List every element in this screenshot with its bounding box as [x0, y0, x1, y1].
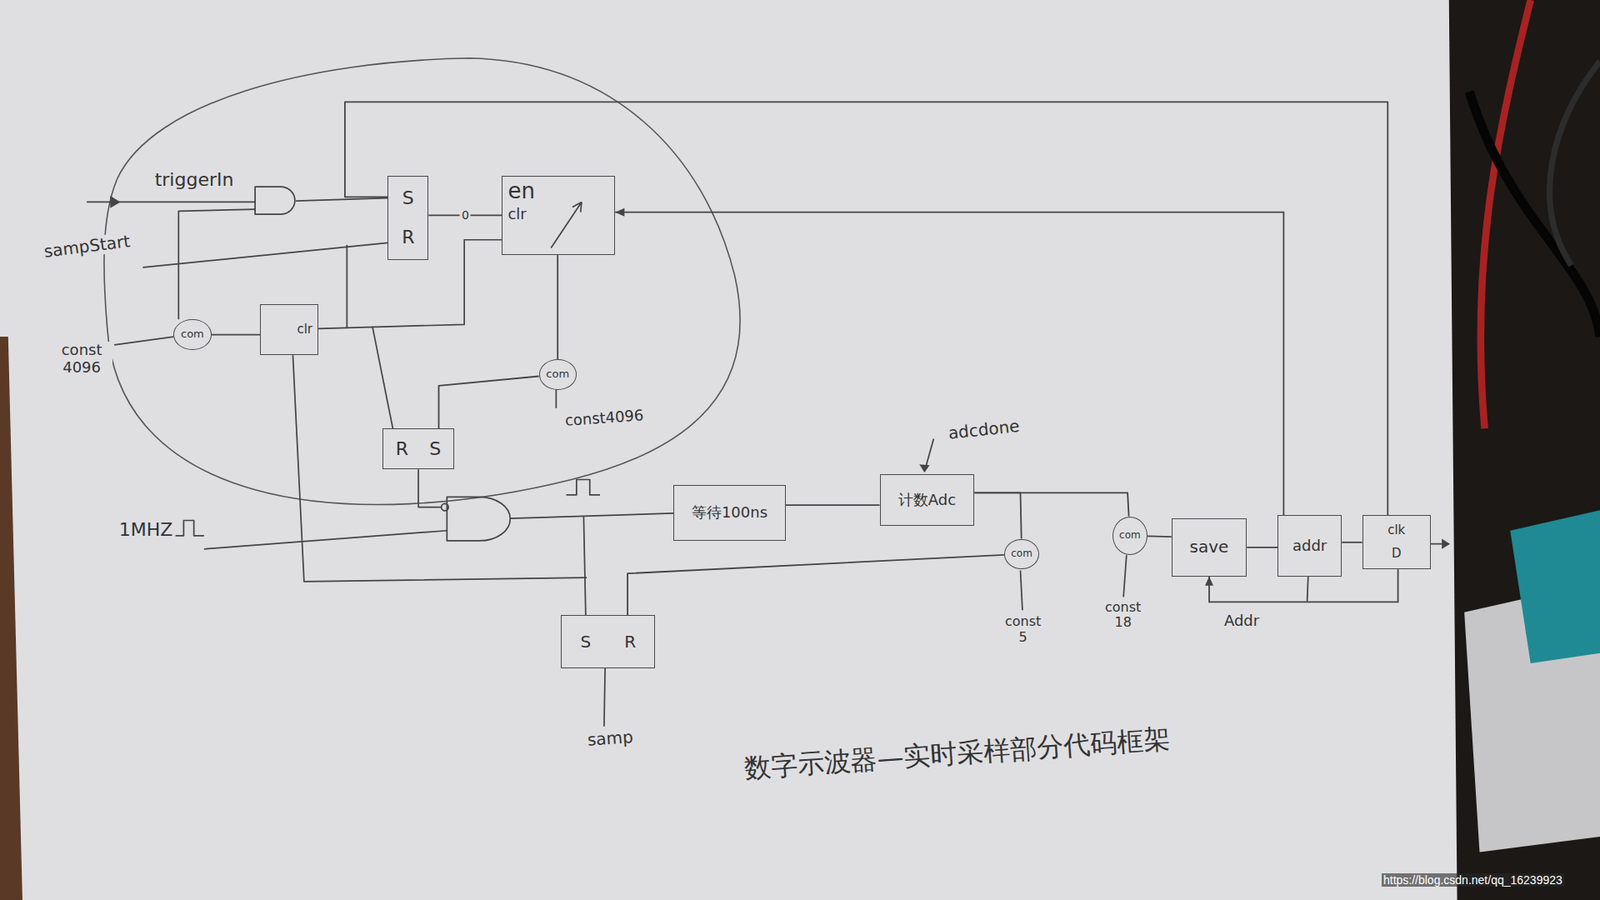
caption: 数字示波器—实时采样部分代码框架: [741, 723, 1173, 785]
arrow-head: [615, 208, 625, 217]
wire-connector: [1246, 546, 1278, 549]
device: [1510, 510, 1600, 664]
counter-box: enclr: [501, 175, 615, 256]
wire-connector: [785, 504, 880, 506]
wire: [292, 355, 587, 582]
node-text: D: [1391, 546, 1402, 561]
wire: [372, 326, 393, 429]
wire-connector: [615, 212, 1284, 516]
node-text: clr: [507, 205, 526, 224]
signal-label: samp: [585, 727, 635, 750]
node-text: 计数Adc: [898, 491, 956, 510]
wire-connector: [1147, 535, 1172, 538]
cable: [1550, 60, 1600, 265]
wire-connector: [974, 492, 1021, 539]
arrow-head: [1441, 539, 1450, 550]
invert-bubble: [441, 503, 450, 511]
square-wave-symbol: [175, 520, 205, 535]
wire: [204, 530, 447, 550]
table-edge: [0, 336, 23, 900]
sr-latch: SR: [560, 615, 655, 669]
node-text: clr: [296, 322, 313, 337]
arrow-head: [919, 464, 930, 473]
node-text: addr: [1292, 537, 1327, 555]
wire: [1020, 570, 1022, 610]
wire-connector: [1341, 541, 1363, 544]
edge-label: 0: [460, 208, 471, 222]
signal-label: sampStart: [41, 231, 134, 262]
node-text: com: [180, 328, 205, 341]
wire: [142, 242, 388, 267]
comparator-circle: com: [1112, 516, 1148, 556]
node-text: S: [402, 187, 415, 209]
process-box: 计数Adc: [880, 474, 975, 525]
signal-label: const 18: [1100, 600, 1146, 631]
signal-label: adcdone: [945, 416, 1023, 444]
and-gate: [446, 496, 510, 541]
node-text: save: [1190, 537, 1230, 557]
wire: [1123, 555, 1127, 597]
wire-connector: [345, 101, 1388, 515]
wire: [583, 516, 585, 616]
arrow-head: [110, 195, 120, 209]
signal-label: 1MHZ: [117, 519, 175, 540]
square-wave-symbol: [566, 480, 600, 495]
module-outline: [104, 58, 740, 505]
node-text: R: [401, 226, 415, 248]
comparator-circle: com: [539, 359, 577, 390]
node-text: com: [1010, 548, 1033, 560]
wire: [1307, 576, 1309, 603]
signal-label: const4096: [562, 406, 646, 430]
cable: [1469, 91, 1600, 337]
signal-label: const 5: [1000, 614, 1046, 645]
wire: [295, 198, 388, 202]
wire: [345, 245, 348, 328]
node-text: R: [624, 632, 636, 652]
watermark: https://blog.csdn.net/qq_16239923: [1381, 873, 1565, 887]
wire: [604, 668, 605, 727]
node-text: com: [1119, 530, 1141, 542]
signal-label: triggerIn: [153, 169, 236, 190]
node-text: S: [580, 632, 591, 652]
node-text: S: [429, 438, 441, 460]
wire: [318, 240, 502, 330]
wire-connector: [211, 334, 261, 336]
sr-latch: SR: [387, 175, 429, 261]
node-text: 等待100ns: [691, 504, 768, 522]
comparator-circle: com: [1004, 539, 1040, 570]
wire-connector: [974, 492, 1129, 516]
process-box: 等待100ns: [673, 485, 786, 541]
node-text: en: [507, 179, 535, 205]
wire: [178, 209, 255, 320]
comparator-circle: com: [173, 319, 211, 350]
d-flipflop: clkD: [1362, 515, 1431, 570]
rs-latch: RS: [382, 428, 455, 470]
node-text: R: [395, 438, 409, 460]
and-gate: [255, 186, 295, 215]
arrow-head: [1205, 576, 1214, 586]
wire: [418, 469, 441, 507]
count-up-arrow: [550, 201, 582, 248]
counter-box: clr: [260, 304, 319, 355]
wire: [510, 513, 674, 519]
node-text: com: [545, 368, 570, 381]
wire-connector: [1209, 569, 1399, 602]
wire: [114, 336, 174, 345]
process-box: save: [1171, 518, 1248, 577]
wire-connector: [439, 376, 540, 430]
wire-connector: [556, 255, 559, 360]
process-box: addr: [1277, 515, 1342, 576]
signal-label: const 4096: [50, 341, 113, 376]
cable: [1480, 0, 1531, 429]
node-text: clk: [1387, 523, 1405, 538]
dark-background: [1449, 0, 1600, 900]
wire-connector: [627, 555, 1005, 616]
wire: [555, 390, 557, 409]
signal-label: Addr: [1222, 612, 1261, 630]
